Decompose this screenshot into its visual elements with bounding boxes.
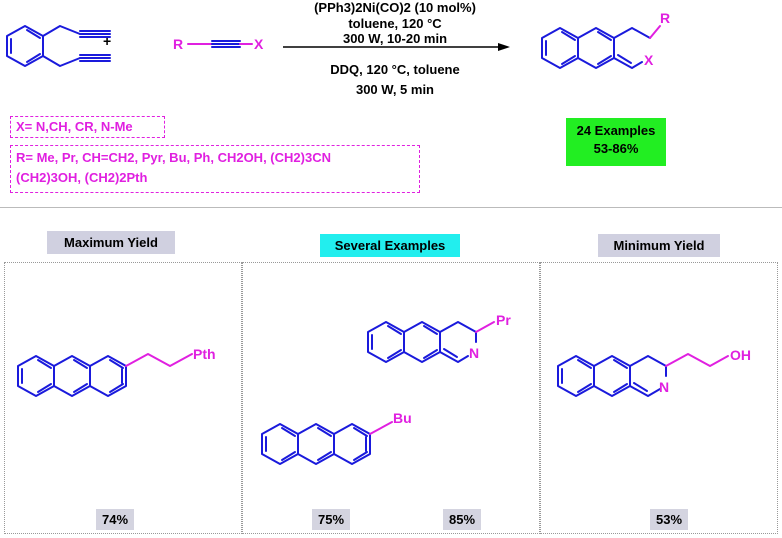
n-label: N	[469, 345, 480, 361]
max-yield-label: Maximum Yield	[47, 231, 175, 254]
r-scope-box: R= Me, Pr, CH=CH2, Pyr, Bu, Ph, CH2OH, (…	[10, 145, 420, 193]
yield-range: 53-86%	[593, 141, 639, 156]
n2-label: N	[659, 379, 670, 395]
diyne-benzene	[6, 25, 111, 67]
conditions-line1: (PPh3)2Ni(CO)2 (10 mol%)	[314, 0, 476, 15]
r-scope-line2: (CH2)3OH, (CH2)2Pth	[16, 170, 148, 185]
yield-53: 53%	[650, 509, 689, 530]
conditions-line5: 300 W, 5 min	[355, 82, 435, 97]
conditions-line2: toluene, 120 °C	[348, 16, 442, 31]
structure-pr	[367, 321, 495, 363]
structure-pth	[17, 353, 193, 397]
min-yield-label: Minimum Yield	[598, 234, 720, 257]
structure-oh	[557, 353, 729, 397]
pth-label: Pth	[193, 346, 216, 362]
reagent-x-label: X	[254, 36, 264, 52]
x-scope-box: X= N,CH, CR, N-Me	[10, 116, 165, 138]
r-scope-line1: R= Me, Pr, CH=CH2, Pyr, Bu, Ph, CH2OH, (…	[16, 150, 331, 165]
several-examples-label: Several Examples	[320, 234, 460, 257]
yield-74: 74%	[96, 509, 135, 530]
reagent-r-label: R	[173, 36, 184, 52]
bu-label: Bu	[393, 410, 412, 426]
plus-sign: +	[103, 33, 112, 49]
panel-several	[242, 262, 540, 534]
oh-label: OH	[730, 347, 751, 363]
pr-label: Pr	[496, 312, 511, 328]
summary-box: 24 Examples 53-86%	[566, 118, 666, 166]
alkyne-reagent	[187, 40, 253, 48]
product-tricycle	[541, 25, 661, 69]
examples-count: 24 Examples	[576, 123, 656, 138]
reaction-arrow	[283, 43, 510, 51]
section-divider	[0, 207, 782, 208]
product-r-label: R	[660, 10, 671, 26]
panel-min	[540, 262, 778, 534]
conditions-line3: 300 W, 10-20 min	[342, 31, 448, 46]
structure-bu	[261, 421, 393, 465]
conditions-line4: DDQ, 120 °C, toluene	[330, 62, 460, 77]
product-x-label: X	[644, 52, 654, 68]
panel-max	[4, 262, 242, 534]
yield-85: 85%	[443, 509, 482, 530]
yield-75: 75%	[312, 509, 351, 530]
